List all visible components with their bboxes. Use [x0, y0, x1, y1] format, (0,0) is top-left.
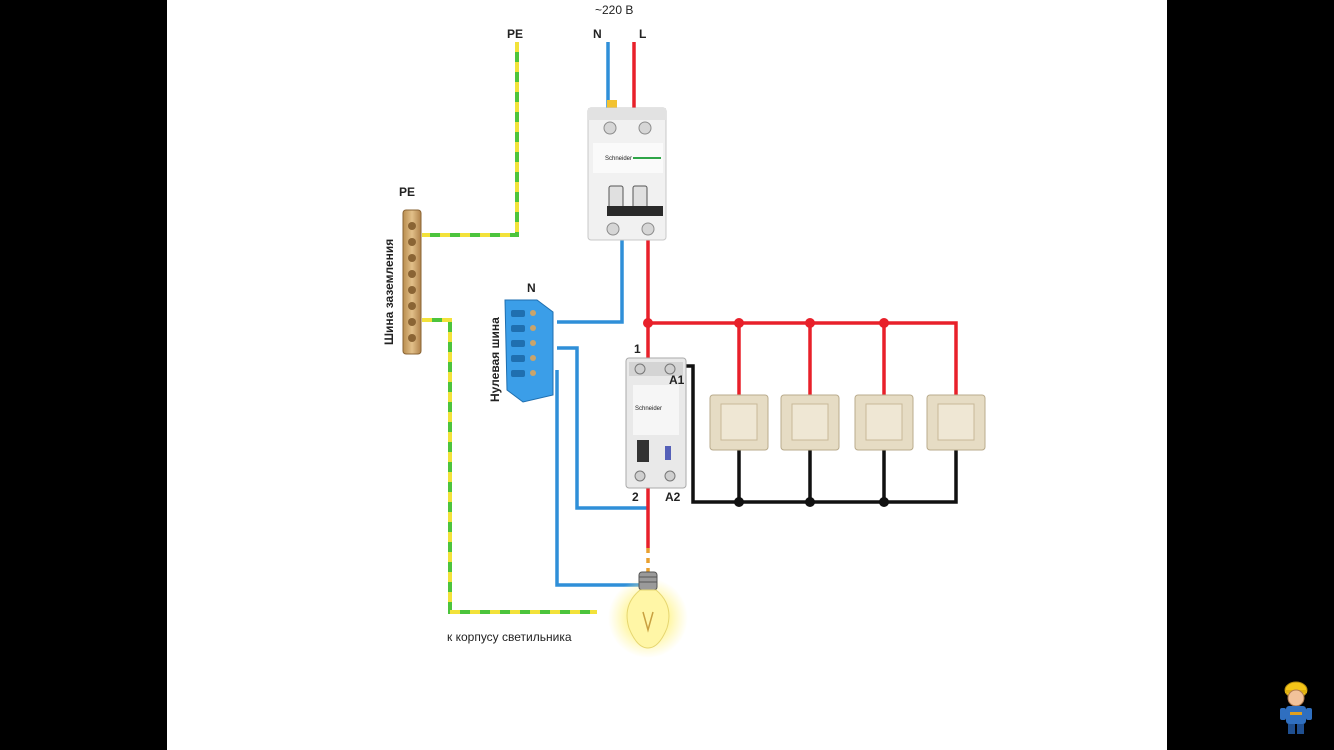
neutral-wires: [555, 42, 647, 587]
lamp-body-label: к корпусу светильника: [447, 630, 572, 644]
neutral-label: N: [593, 27, 602, 41]
diagram-canvas: Schneider: [167, 0, 1167, 750]
relay-terminal-a2: A2: [665, 490, 681, 504]
line-label: L: [639, 27, 646, 41]
neutral-bus-icon: [504, 299, 554, 403]
neutral-bus-label: Нулевая шина: [488, 317, 502, 402]
ground-bus-icon: [402, 209, 422, 355]
neutral-bus-top-label: N: [527, 281, 536, 295]
breaker-brand-text: Schneider: [605, 156, 632, 162]
supply-label: ~220 В: [595, 3, 633, 17]
relay-brand-text: Schneider: [635, 406, 662, 412]
relay-terminal-1: 1: [634, 342, 641, 356]
pe-bus-label: PE: [399, 185, 415, 199]
push-button-switch-icon: [780, 394, 840, 451]
junction-dots: [643, 318, 889, 328]
pe-top-label: PE: [507, 27, 523, 41]
electrician-mascot-icon: [1280, 681, 1312, 734]
push-button-switch-icon: [854, 394, 914, 451]
control-junction-dots: [734, 497, 889, 507]
relay-terminal-a1: A1: [669, 373, 685, 387]
circuit-breaker-icon: Schneider: [587, 100, 667, 241]
phase-wires: [632, 42, 958, 548]
push-button-switch-icon: [709, 394, 769, 451]
pe-wires: [422, 42, 597, 614]
switch-group: [709, 394, 986, 451]
push-button-switch-icon: [926, 394, 986, 451]
relay-terminal-2: 2: [632, 490, 639, 504]
impulse-relay-icon: Schneider: [625, 357, 687, 489]
ground-bus-label: Шина заземления: [382, 239, 396, 345]
light-bulb-icon: [608, 571, 688, 658]
wiring-diagram: Schneider: [382, 3, 986, 658]
